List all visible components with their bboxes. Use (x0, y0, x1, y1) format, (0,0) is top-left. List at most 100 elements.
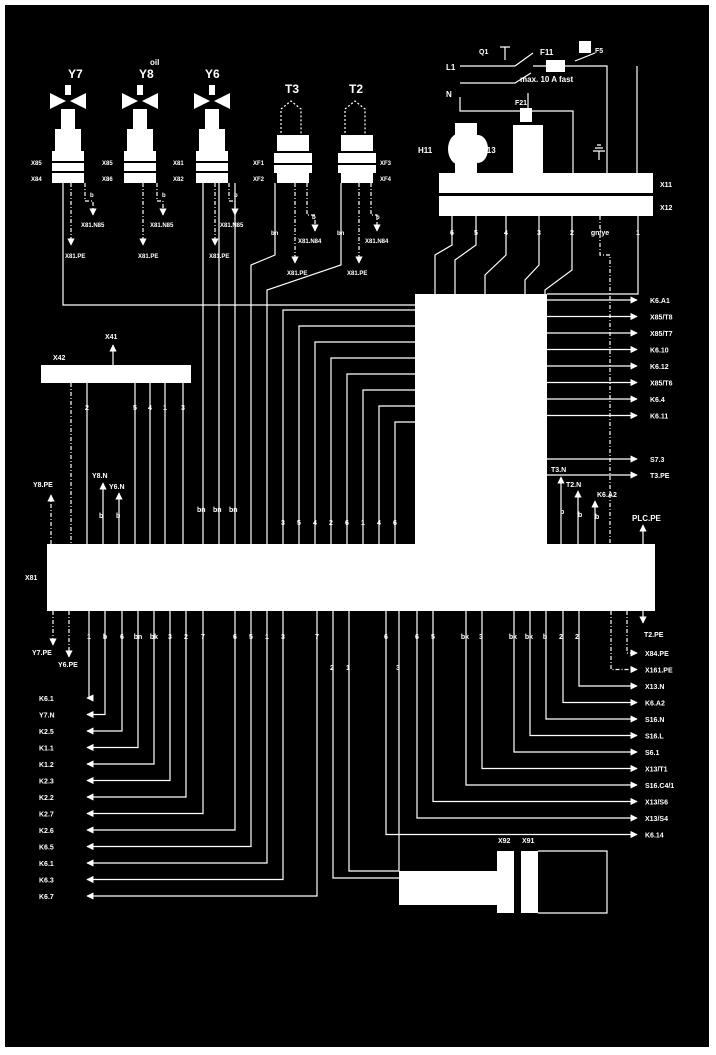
sensor-t3: T3 XF1 XF2 X81.N84 X81.PE (253, 82, 322, 277)
left-output-label: K2.7 (39, 812, 54, 819)
y8pe-label: Y8.PE (33, 482, 53, 489)
wire (465, 611, 638, 789)
center-pin: 6 (345, 520, 349, 527)
y6-ref: X81.N85 (220, 223, 244, 229)
wire (578, 611, 638, 690)
wire (86, 611, 187, 801)
rb1-label: b (560, 509, 564, 516)
right-output-label: X85/T6 (650, 381, 673, 388)
x81-bottom-pin-left: 6 (120, 634, 124, 641)
center-pin: 4 (313, 520, 317, 527)
right-output-label: X85/T7 (650, 331, 673, 338)
x92-label: X92 (498, 838, 511, 845)
y8-bot-conn: X86 (102, 177, 113, 183)
wire (454, 216, 477, 294)
wire (86, 611, 204, 818)
y7-ref: X81.N85 (81, 223, 105, 229)
x12-label: X12 (660, 205, 673, 212)
fuse-note: max. 10 A fast (520, 75, 574, 84)
y6-label: Y6 (205, 67, 220, 81)
valve-y6: Y6 X81 X82 X81.N85 X81.PE (173, 67, 244, 260)
x11-label: X11 (660, 182, 672, 189)
valve-y7: Y7 X85 X84 X81.N85 X81.PE (31, 67, 105, 260)
center-pin: 1 (361, 520, 365, 527)
x81-top-side-labels: Y8.PE Y8.N Y6.N b b bn bn bn T3.N T2.N K… (32, 467, 664, 672)
wire (524, 216, 540, 294)
wire (513, 611, 638, 756)
t3-top-conn: XF1 (253, 161, 265, 167)
right-output-label: K6.12 (650, 364, 669, 371)
left-output-label: Y7.N (39, 713, 55, 720)
left-output-label: K2.6 (39, 828, 54, 835)
wire (250, 183, 276, 544)
x81-bottom-pin-left: 7 (201, 634, 205, 641)
y6pe-label: Y6.PE (58, 662, 78, 669)
f11-label: F11 (540, 48, 554, 57)
wiring (47, 183, 647, 900)
y7-top-conn: X85 (31, 161, 42, 167)
p2-label: 2 (330, 665, 334, 672)
left-output-labels: K6.1Y7.NK2.5K1.1K1.2K2.3K2.2K2.7K2.6K6.5… (39, 696, 55, 901)
center-pin: 4 (377, 520, 381, 527)
right-mid-label: S7.3 (650, 457, 665, 464)
diagram-frame: Y7 X85 X84 X81.N85 X81.PE oil Y8 X85 X86… (5, 5, 709, 1047)
right-output-low-label: S6.1 (645, 750, 660, 757)
x81-bottom-pin-right: 6 (384, 634, 388, 641)
h13-label: H13 (481, 146, 496, 155)
wire (562, 611, 638, 707)
wire (547, 216, 639, 295)
wire (298, 325, 415, 544)
right-output-low-label: X13/S6 (645, 800, 668, 807)
x12-pin: gn/ye (591, 230, 609, 237)
wire (385, 611, 638, 839)
bn1-label: bn (197, 507, 206, 514)
wire (86, 611, 252, 851)
bn3-label: bn (229, 507, 238, 514)
right-output-low-label: K6.14 (645, 833, 664, 840)
x81-bottom-pin-left: 6 (233, 634, 237, 641)
n-label: N (446, 90, 452, 99)
plcpe-label: PLC.PE (632, 514, 662, 523)
left-output-label: K6.3 (39, 878, 54, 885)
x81-bottom-pin-left: bn (134, 634, 143, 641)
bn2-label: bn (213, 507, 222, 514)
q1-label: Q1 (479, 49, 488, 56)
x81-bottom-pin-left: 3 (281, 634, 285, 641)
y8-oil: oil (150, 58, 159, 67)
y8-ref: X81.N85 (150, 223, 174, 229)
right-output-labels: K6.A1X85/T8X85/T7K6.10K6.12X85/T6K6.4K6.… (650, 298, 673, 480)
wire (86, 611, 284, 884)
controller-block (415, 294, 547, 548)
wire (86, 611, 318, 900)
t2-label: T2 (349, 82, 363, 96)
right-output-label: X85/T8 (650, 315, 673, 322)
x81-bottom-pin-right: 6 (415, 634, 419, 641)
wire (545, 611, 638, 723)
wire (86, 611, 106, 719)
center-pin: 2 (329, 520, 333, 527)
x81-bottom-pin-right: bk (509, 634, 517, 641)
x81-bottom-pin-right: 2 (575, 634, 579, 641)
y7-bot-conn: X84 (31, 177, 42, 183)
t3n-label: T3.N (551, 467, 566, 474)
right-output-low-label: X13/T1 (645, 767, 668, 774)
t2-ref: X81.N84 (365, 239, 389, 245)
x81-bottom-pin-right: bk (525, 634, 533, 641)
b1-label: b (99, 513, 103, 520)
wire (332, 611, 399, 879)
y8-label: Y8 (139, 67, 154, 81)
wire (416, 611, 638, 822)
x81-label: X81 (25, 575, 38, 582)
right-output-label: K6.11 (650, 414, 668, 421)
t2-bot-conn: XF4 (380, 177, 392, 183)
wire (86, 611, 171, 785)
t3-pe: X81.PE (287, 271, 307, 277)
right-output-label: K6.10 (650, 348, 669, 355)
wire (481, 611, 638, 773)
p3-label: 3 (396, 665, 400, 672)
rb2-label: b (578, 512, 582, 519)
svg-text:b: b (234, 193, 238, 199)
